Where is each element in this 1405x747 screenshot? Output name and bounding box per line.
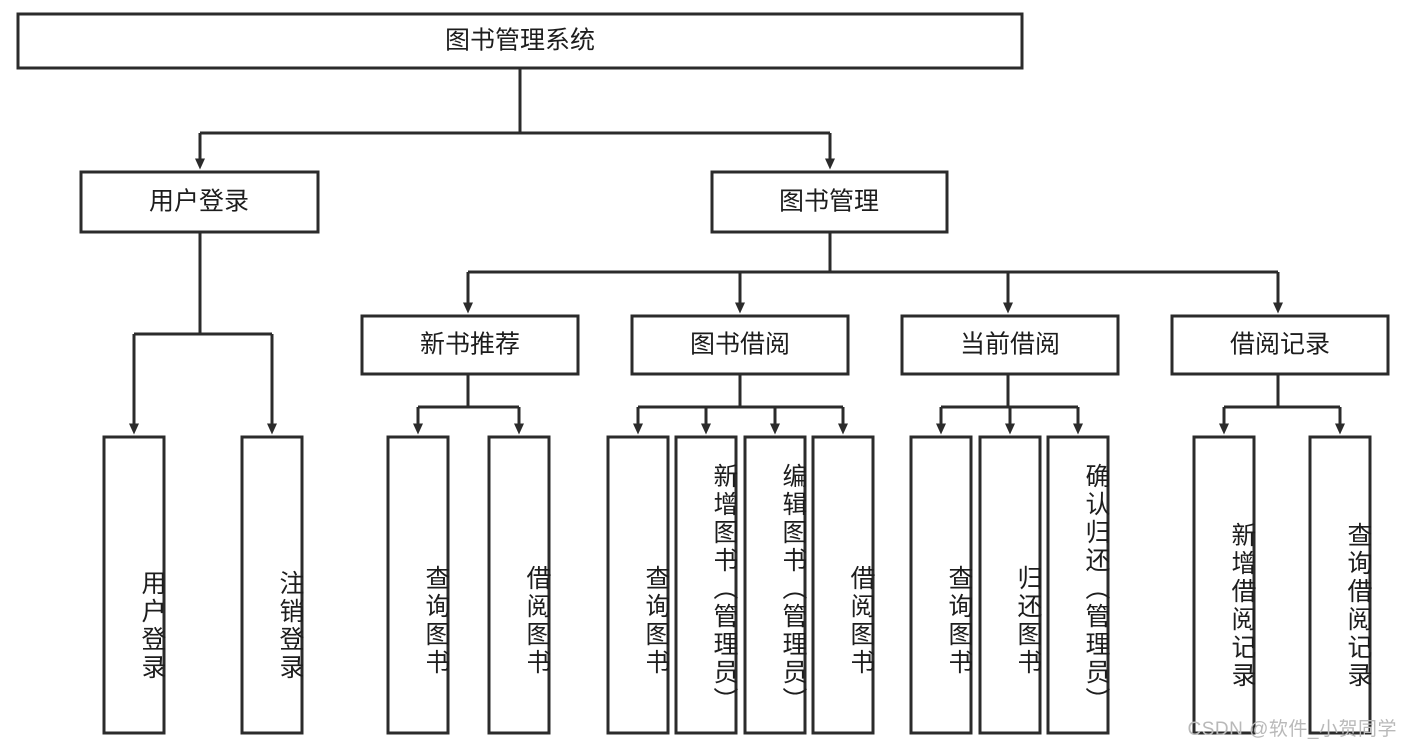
node-book-borrow-label: 图书借阅 bbox=[690, 331, 790, 359]
node-borrow-record-label: 借阅记录 bbox=[1230, 331, 1330, 359]
node-borrow-record[interactable]: 借阅记录 bbox=[1170, 314, 1390, 376]
connector-group bbox=[129, 68, 1345, 435]
node-root-box[interactable] bbox=[16, 12, 1024, 70]
node-new-book-recommend-label: 新书推荐 bbox=[420, 331, 520, 359]
node-book-manage[interactable]: 图书管理 bbox=[710, 170, 949, 234]
leaf-box-current-borrow-1[interactable] bbox=[909, 435, 973, 735]
leaf-box-book-borrow-2[interactable] bbox=[674, 435, 738, 735]
node-borrow-record-box[interactable] bbox=[1170, 314, 1390, 376]
leaf-box-book-borrow-4[interactable] bbox=[811, 435, 875, 735]
csdn-watermark: CSDN @软件_小贺同学 bbox=[1187, 719, 1397, 740]
node-user-login-label: 用户登录 bbox=[149, 188, 249, 216]
node-book-manage-label: 图书管理 bbox=[779, 188, 879, 216]
leaf-box-book-borrow-1[interactable] bbox=[606, 435, 670, 735]
leaf-box-borrow-record-1[interactable] bbox=[1192, 435, 1256, 735]
node-user-login[interactable]: 用户登录 bbox=[79, 170, 320, 234]
node-user-login-box[interactable] bbox=[79, 170, 320, 234]
node-current-borrow-label: 当前借阅 bbox=[960, 331, 1060, 359]
node-current-borrow-box[interactable] bbox=[900, 314, 1120, 376]
leaf-box-borrow-record-2[interactable] bbox=[1308, 435, 1372, 735]
node-current-borrow[interactable]: 当前借阅 bbox=[900, 314, 1120, 376]
node-book-manage-box[interactable] bbox=[710, 170, 949, 234]
node-book-borrow[interactable]: 图书借阅 bbox=[630, 314, 850, 376]
leaf-box-current-borrow-3[interactable] bbox=[1046, 435, 1110, 735]
leaf-box-new-book-2[interactable] bbox=[487, 435, 551, 735]
node-book-borrow-box[interactable] bbox=[630, 314, 850, 376]
leaf-box-group bbox=[102, 435, 1372, 735]
node-root-label: 图书管理系统 bbox=[445, 27, 595, 55]
node-new-book-recommend-box[interactable] bbox=[360, 314, 580, 376]
leaf-box-current-borrow-2[interactable] bbox=[978, 435, 1042, 735]
leaf-box-user-login-2[interactable] bbox=[240, 435, 304, 735]
node-root[interactable]: 图书管理系统 bbox=[16, 12, 1024, 70]
node-new-book-recommend[interactable]: 新书推荐 bbox=[360, 314, 580, 376]
leaf-box-new-book-1[interactable] bbox=[386, 435, 450, 735]
leaf-box-user-login-1[interactable] bbox=[102, 435, 166, 735]
leaf-box-book-borrow-3[interactable] bbox=[743, 435, 807, 735]
